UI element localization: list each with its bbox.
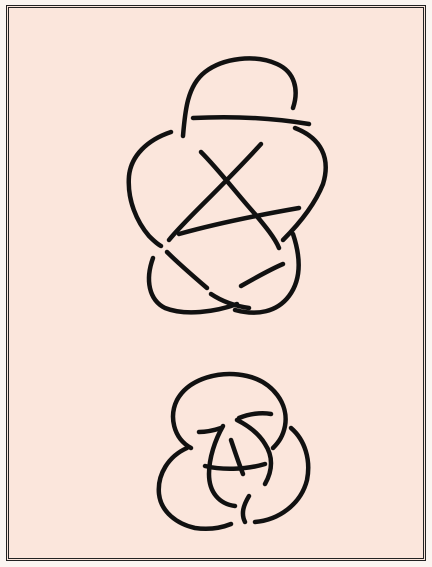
upper-knot-strand — [193, 117, 309, 124]
knot-figure — [9, 8, 423, 558]
upper-knot-strand — [183, 58, 296, 136]
upper-knot-diagram — [129, 58, 326, 312]
upper-knot-strand — [129, 132, 171, 246]
lower-knot-strand — [239, 413, 271, 418]
lower-knot-strand — [243, 496, 249, 522]
upper-knot-strand — [241, 264, 283, 286]
lower-knot-diagram — [159, 374, 308, 529]
upper-knot-strand — [149, 258, 237, 312]
figure-panel — [6, 5, 426, 561]
lower-knot-strand — [173, 374, 286, 448]
lower-knot-strand — [205, 464, 265, 469]
lower-knot-strand — [159, 448, 231, 529]
upper-knot-strand — [167, 252, 207, 288]
upper-knot-strand — [283, 128, 326, 240]
